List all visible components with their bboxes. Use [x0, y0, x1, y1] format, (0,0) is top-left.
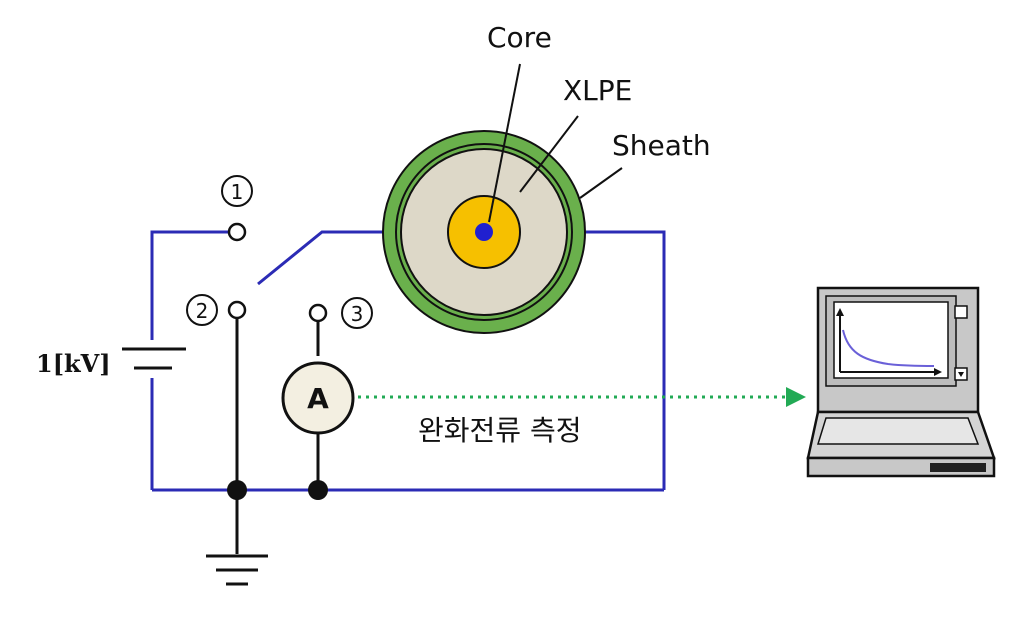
position-marker-3: 3	[341, 297, 373, 329]
core-label: Core	[487, 21, 552, 54]
voltage-label: 1[kV]	[36, 349, 111, 378]
terminal-3	[308, 303, 328, 323]
left-wire	[150, 230, 229, 340]
sheath-label: Sheath	[612, 129, 711, 162]
battery-symbol	[122, 347, 186, 370]
ammeter: A	[281, 361, 355, 435]
terminal-2	[227, 300, 247, 320]
leader-lines	[488, 63, 623, 223]
ground-wires	[235, 318, 320, 554]
right-wire	[586, 230, 666, 490]
junction-dots	[227, 480, 328, 500]
measurement-label: 완화전류 측정	[418, 414, 581, 447]
position-label-1: 1	[231, 180, 244, 204]
laptop-icon	[806, 286, 996, 478]
xlpe-label: XLPE	[563, 74, 632, 107]
position-label-3: 3	[351, 302, 364, 326]
core-center	[475, 223, 493, 241]
measurement-arrow	[358, 387, 806, 407]
switch-terminals	[227, 222, 328, 323]
ground-symbol	[206, 554, 268, 586]
terminal-1	[227, 222, 247, 242]
decay-curve	[842, 329, 935, 367]
position-label-2: 2	[196, 299, 209, 323]
position-marker-2: 2	[186, 294, 218, 326]
ammeter-label: A	[307, 382, 329, 415]
position-marker-1: 1	[221, 175, 253, 207]
cable-cross-section	[382, 130, 586, 334]
